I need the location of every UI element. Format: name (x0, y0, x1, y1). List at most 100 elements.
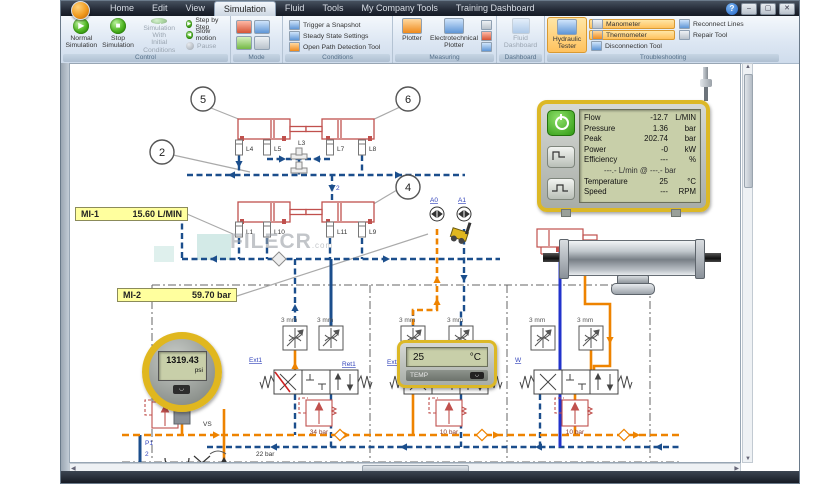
schematic-canvas[interactable]: L4 L5 L3 L7 L8 L1 L10 L11 L9 2 5 6 2 4 (69, 63, 741, 463)
schematic-svg[interactable]: L4 L5 L3 L7 L8 L1 L10 L11 L9 2 5 6 2 4 (70, 64, 741, 463)
mi2-name: MI-2 (123, 290, 141, 300)
ribbon-group-troubleshooting: Hydraulic Tester Manometer Thermometer D… (545, 16, 781, 63)
vertical-scroll-thumb[interactable] (744, 74, 753, 188)
menu-edit[interactable]: Edit (152, 3, 168, 13)
electrotechnical-plotter-button[interactable]: Electrotechnical Plotter (429, 17, 479, 54)
scroll-right-icon[interactable]: ▶ (734, 466, 739, 472)
group-caption-mode: Mode (233, 54, 280, 62)
svg-text:3 mm: 3 mm (399, 317, 415, 324)
solid-hose-lines[interactable] (138, 259, 333, 463)
mode-icon-4[interactable] (254, 36, 270, 50)
menu-training-dashboard[interactable]: Training Dashboard (455, 3, 535, 13)
check-valves[interactable] (333, 428, 631, 442)
close-button[interactable]: ✕ (779, 3, 795, 15)
tester-power-button[interactable] (547, 110, 575, 136)
ribbon-group-mode: Mode (231, 16, 283, 63)
hydraulic-tester-icon (557, 19, 577, 35)
repair-tool-button[interactable]: Repair Tool (677, 30, 746, 40)
fluid-dashboard-icon (511, 18, 530, 34)
svg-text:L9: L9 (369, 229, 377, 236)
step-icon: ▶ (186, 20, 193, 28)
menu-view[interactable]: View (185, 3, 205, 13)
electrotechnical-plotter-icon (444, 18, 464, 34)
thermometer-button[interactable]: Thermometer (589, 30, 675, 40)
trigger-snapshot-button[interactable]: Trigger a Snapshot (287, 20, 382, 30)
metal-cylinder-photo[interactable] (543, 239, 721, 295)
open-path-detection-button[interactable]: Open Path Detection Tool (287, 42, 382, 52)
normal-simulation-button[interactable]: ▶ Normal Simulation (63, 17, 100, 54)
relief-valves[interactable] (144, 397, 593, 429)
mi1-measurement-label[interactable]: MI-1 15.60 L/MIN (75, 207, 188, 221)
mode-icon-2[interactable] (254, 20, 270, 34)
svg-text:L8: L8 (369, 146, 377, 153)
menu-simulation[interactable]: Simulation (213, 1, 276, 16)
menu-home[interactable]: Home (110, 3, 135, 13)
component-callouts[interactable]: 5 6 2 4 (149, 86, 421, 200)
line-2-label: 2 (336, 185, 340, 192)
camera-icon[interactable] (481, 20, 492, 30)
ribbon-group-dashboard: Fluid Dashboard Dashboard (497, 16, 545, 63)
mano-probe-icon[interactable] (481, 42, 492, 52)
scroll-left-icon[interactable]: ◀ (71, 466, 76, 472)
plotter-button[interactable]: Plotter (395, 17, 429, 54)
pressure-gauge-device[interactable]: 1319.43 psi ◡ (142, 332, 222, 412)
menu-tools[interactable]: Tools (322, 3, 344, 13)
tester-mode-button[interactable] (547, 178, 575, 200)
tester-reset-button[interactable] (547, 146, 575, 168)
vertical-scrollbar[interactable]: ▲ ▼ (742, 63, 753, 463)
electrotechnical-plotter-label: Electrotechnical Plotter (430, 35, 478, 50)
tee-fittings[interactable] (271, 147, 308, 267)
directional-valves[interactable] (259, 369, 633, 395)
thermometer-device[interactable]: 25 °C TEMP ◡ (397, 340, 497, 388)
check-icon: ✓ (151, 18, 168, 30)
slow-motion-label: Slow motion (195, 28, 216, 42)
w-label: W (515, 357, 522, 364)
thermometer-temp-label: TEMP (410, 372, 429, 379)
menu-fluid[interactable]: Fluid (284, 3, 305, 13)
app-window: Home Edit View Simulation Fluid Tools My… (60, 0, 800, 484)
thermometer-power-button[interactable]: ◡ (470, 372, 484, 379)
svg-text:L4: L4 (246, 146, 254, 153)
scroll-up-icon[interactable]: ▲ (745, 64, 751, 70)
manometer-button[interactable]: Manometer (589, 19, 675, 29)
mode-icon-1[interactable] (236, 20, 252, 34)
svg-text:L11: L11 (337, 229, 348, 236)
mode-icon-3[interactable] (236, 36, 252, 50)
maximize-button[interactable]: ▢ (760, 3, 776, 15)
svg-text:3 mm: 3 mm (447, 317, 463, 324)
mi2-measurement-label[interactable]: MI-2 59.70 bar (117, 288, 237, 302)
group-caption-conditions: Conditions (285, 54, 390, 62)
stop-simulation-button[interactable]: ■ Stop Simulation (100, 17, 137, 54)
hydraulic-tester-button[interactable]: Hydraulic Tester (547, 17, 587, 53)
gauge-power-button[interactable]: ◡ (173, 385, 190, 394)
help-icon[interactable]: ? (726, 3, 738, 15)
repair-tool-label: Repair Tool (693, 31, 728, 39)
disconnection-tool-icon (591, 41, 602, 51)
cylinder-right-mid[interactable] (305, 201, 375, 225)
step-by-step-button[interactable]: ▶Step by Step (184, 17, 228, 31)
cylinder-left-mid[interactable] (237, 201, 307, 225)
disconnection-tool-button[interactable]: Disconnection Tool (589, 41, 675, 51)
cylinder-5[interactable] (237, 118, 307, 142)
thermometer-lcd: 25 °C (406, 347, 488, 367)
svg-text:3 mm: 3 mm (577, 317, 593, 324)
menu-my-company-tools[interactable]: My Company Tools (361, 3, 438, 13)
thermo-probe-icon[interactable] (481, 31, 492, 41)
watermark: FILECR.com (230, 230, 334, 253)
scroll-down-icon[interactable]: ▼ (745, 456, 751, 462)
gauge-unit: psi (194, 367, 203, 374)
pump-assembly[interactable]: VS 22 bar P1 2 (145, 421, 275, 463)
svg-text:L3: L3 (298, 140, 306, 147)
app-menu-orb[interactable] (71, 1, 90, 20)
tester-mid-line: ---.- L/min @ ---.- bar (603, 165, 677, 175)
slow-motion-button[interactable]: ◀Slow motion (184, 28, 228, 42)
cylinder-6[interactable] (305, 118, 375, 142)
reconnect-lines-button[interactable]: Reconnect Lines (677, 19, 746, 29)
minimize-button[interactable]: – (741, 3, 757, 15)
steady-state-settings-button[interactable]: Steady State Settings (287, 31, 382, 41)
snapshot-icon (289, 20, 300, 30)
a-connectors[interactable]: A0 A1 (429, 197, 561, 252)
svg-text:L7: L7 (337, 146, 345, 153)
thermometer-icon (592, 30, 603, 40)
